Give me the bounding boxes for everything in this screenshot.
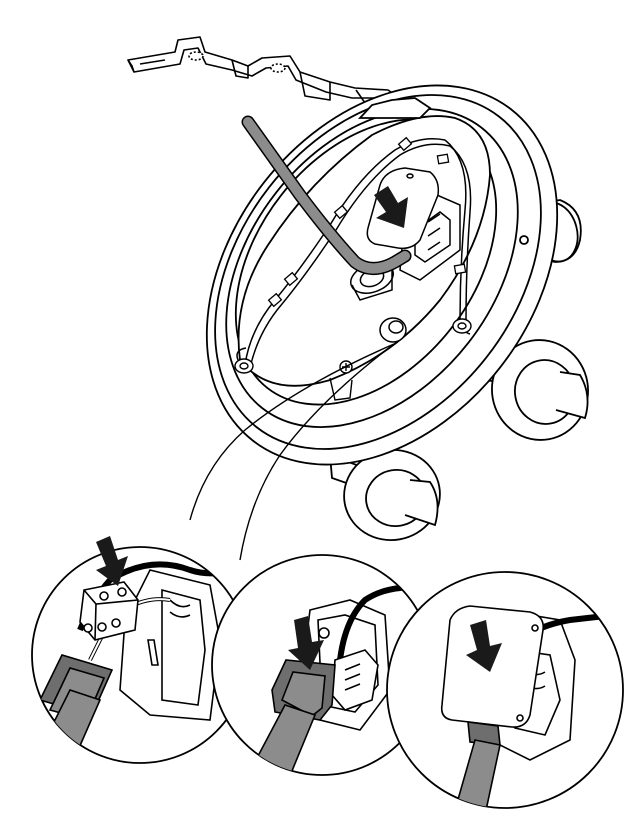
wire-clip-icon — [267, 136, 467, 308]
down-arrow-icon — [374, 186, 408, 228]
power-cable-icon — [241, 115, 412, 275]
detail-circle-step-2 — [211, 554, 433, 776]
detail-circle-step-3 — [386, 571, 624, 809]
center-hub-icon — [379, 317, 407, 343]
down-arrow-icon — [96, 536, 128, 586]
grommet-icon — [234, 318, 472, 374]
cover-plate-icon — [440, 605, 545, 728]
callout-leader-lines — [189, 343, 395, 561]
cable-gland-icon — [238, 659, 336, 775]
down-arrow-icon — [288, 616, 324, 670]
terminal-block-icon — [331, 649, 379, 711]
black-wire-icon — [337, 577, 432, 661]
luminaire-housing-icon — [205, 84, 589, 541]
terminal-block-icon — [79, 581, 139, 641]
down-arrow-icon — [466, 620, 502, 672]
cable-gland-icon — [453, 721, 501, 808]
enclosure-box-icon — [119, 569, 221, 721]
